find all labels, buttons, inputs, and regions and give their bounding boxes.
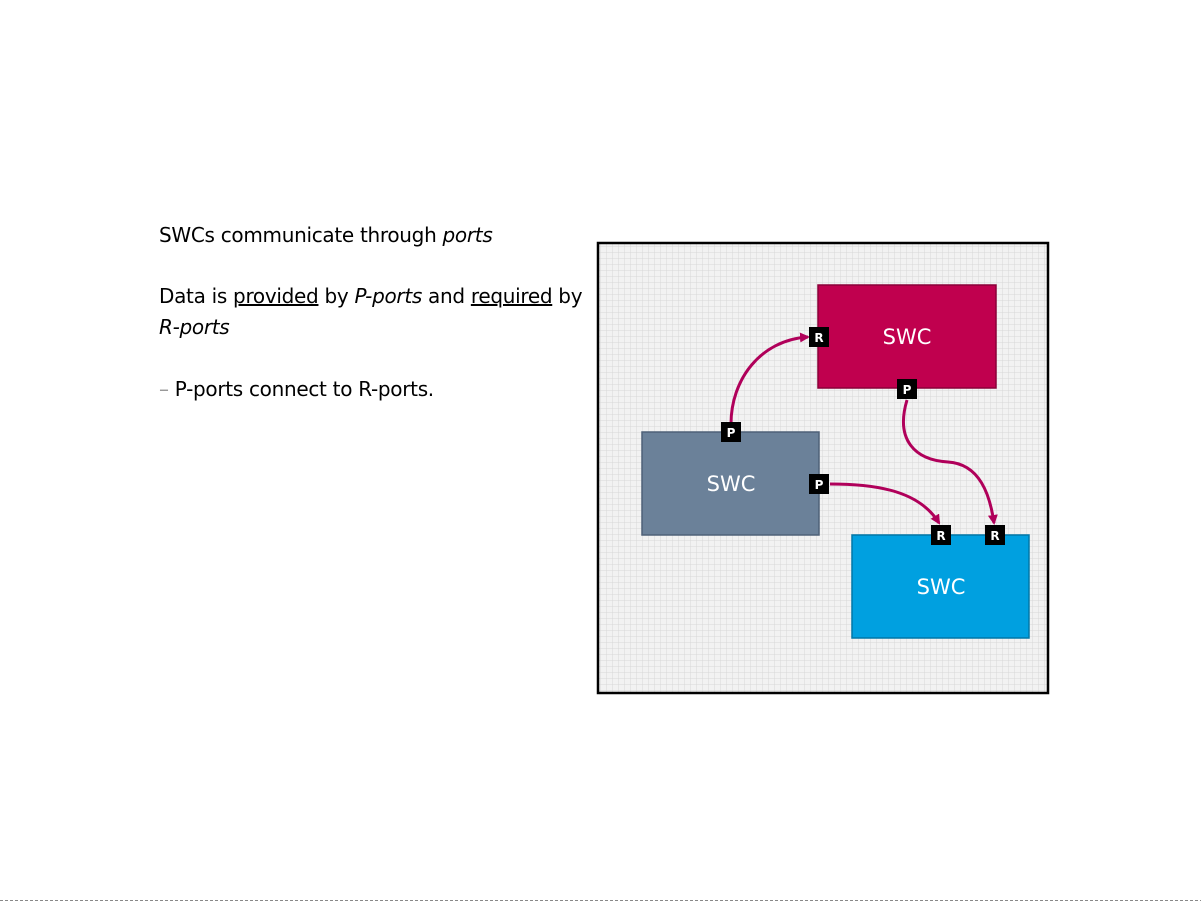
swc-bottom[interactable]: SWC bbox=[852, 535, 1029, 638]
swc-left[interactable]: SWC bbox=[642, 432, 819, 535]
port-top-p-label: P bbox=[903, 383, 912, 397]
swc-top[interactable]: SWC bbox=[818, 285, 996, 388]
port-left-p-top-label: P bbox=[727, 426, 736, 440]
port-left-p-right-label: P bbox=[815, 478, 824, 492]
port-bottom-r1[interactable]: R bbox=[931, 525, 951, 545]
port-bottom-r2-label: R bbox=[990, 529, 999, 543]
swc-bottom-label: SWC bbox=[917, 575, 966, 599]
port-bottom-r2[interactable]: R bbox=[985, 525, 1005, 545]
port-left-p-top[interactable]: P bbox=[721, 422, 741, 442]
port-top-r[interactable]: R bbox=[809, 327, 829, 347]
port-bottom-r1-label: R bbox=[936, 529, 945, 543]
port-top-p[interactable]: P bbox=[897, 379, 917, 399]
swc-top-label: SWC bbox=[883, 325, 932, 349]
swc-left-label: SWC bbox=[707, 472, 756, 496]
port-left-p-right[interactable]: P bbox=[809, 474, 829, 494]
port-top-r-label: R bbox=[814, 331, 823, 345]
